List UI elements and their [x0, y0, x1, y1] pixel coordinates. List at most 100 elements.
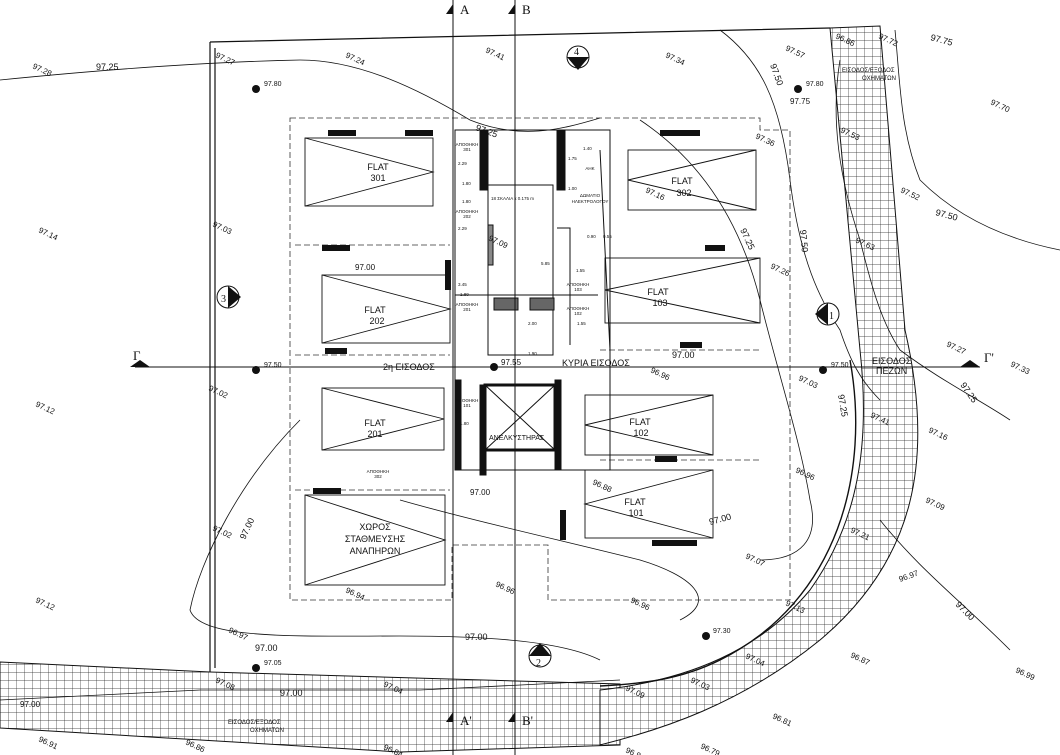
section-b-prime-label: B' [522, 713, 533, 728]
elevation-marker-2: 2 [528, 643, 552, 669]
svg-text:ΑΠΟΘΗΚΗ: ΑΠΟΘΗΚΗ [456, 302, 479, 307]
svg-text:97.57: 97.57 [784, 44, 806, 61]
svg-text:0.90: 0.90 [587, 234, 596, 239]
svg-text:1.90: 1.90 [528, 351, 537, 356]
svg-text:ΑΠΟΘΗΚΗ: ΑΠΟΘΗΚΗ [567, 306, 590, 311]
svg-text:97.00: 97.00 [954, 599, 977, 622]
svg-text:97.50: 97.50 [934, 207, 958, 222]
pedestrian-entrance-label-2: ΠΕΖΩΝ [876, 366, 907, 376]
svg-text:97.00: 97.00 [708, 511, 732, 526]
section-a-prime-label: A' [460, 713, 472, 728]
svg-text:FLAT: FLAT [647, 287, 669, 297]
electric-label: ΑΗΚ [585, 166, 594, 171]
svg-text:96.88: 96.88 [591, 478, 613, 495]
road-hatch-bottom [0, 661, 621, 753]
svg-text:ΑΠΟΘΗΚΗ: ΑΠΟΘΗΚΗ [456, 398, 479, 403]
svg-text:96.97: 96.97 [227, 626, 249, 643]
svg-text:96.96: 96.96 [649, 366, 671, 383]
svg-text:FLAT: FLAT [364, 305, 386, 315]
wall-segments [313, 130, 725, 546]
second-entrance-label: 2η ΕΙΣΟΔΟΣ [383, 362, 435, 372]
svg-text:96.96: 96.96 [794, 466, 816, 483]
svg-text:1: 1 [829, 311, 834, 322]
svg-text:97.00: 97.00 [470, 488, 491, 497]
svg-text:ΑΠΟΘΗΚΗ: ΑΠΟΘΗΚΗ [367, 469, 390, 474]
section-g-label: Γ [133, 348, 141, 363]
svg-text:96.96: 96.96 [494, 580, 516, 597]
svg-text:96.79: 96.79 [699, 742, 721, 755]
svg-text:97.50: 97.50 [264, 362, 282, 369]
svg-text:97.30: 97.30 [713, 628, 731, 635]
svg-text:97.70: 97.70 [989, 98, 1011, 115]
svg-text:3: 3 [221, 294, 226, 305]
electrician-room-label: ΔΩΜΑΤΙΟ [580, 193, 601, 198]
svg-text:97.03: 97.03 [797, 374, 819, 391]
electrician-room-label-2: ΗΛΕΚΤΡΟΛΟΓΟΥ [572, 199, 609, 204]
svg-text:96.91: 96.91 [37, 735, 59, 752]
building-core [454, 129, 611, 476]
vehicle-entrance-label-bottom-2: ΟΧΗΜΑΤΩΝ [250, 728, 284, 734]
section-lines [135, 0, 980, 755]
svg-text:1.40: 1.40 [583, 146, 592, 151]
svg-text:1.80: 1.80 [462, 181, 471, 186]
svg-text:97.00: 97.00 [255, 643, 278, 653]
building-outline [289, 117, 791, 601]
elevation-marker-1: 1 [815, 302, 840, 326]
svg-text:ΑΠΟΘΗΚΗ: ΑΠΟΘΗΚΗ [567, 282, 590, 287]
road-hatch-curve [599, 25, 919, 746]
svg-text:302: 302 [676, 188, 691, 198]
section-a-label: A [460, 2, 470, 17]
svg-text:97.25: 97.25 [958, 380, 979, 404]
storage-labels: ΑΠΟΘΗΚΗ 301 ΑΠΟΘΗΚΗ 202 ΑΠΟΘΗΚΗ 201 ΑΠΟΘΗΚΗ… [367, 142, 590, 479]
svg-text:97.07: 97.07 [744, 552, 766, 569]
contour-lines [0, 29, 1060, 701]
svg-text:FLAT: FLAT [367, 162, 389, 172]
svg-text:97.34: 97.34 [664, 51, 686, 68]
lift-label: ΑΝΕΛΚΥΣΤΗΡΑΣ [489, 435, 545, 442]
svg-text:4: 4 [574, 47, 579, 58]
svg-text:ΑΠΟΘΗΚΗ: ΑΠΟΘΗΚΗ [456, 142, 479, 147]
svg-text:ΧΩΡΟΣ: ΧΩΡΟΣ [359, 522, 391, 532]
svg-text:97.25: 97.25 [738, 227, 757, 252]
svg-text:2.29: 2.29 [458, 161, 467, 166]
svg-text:1.55: 1.55 [577, 321, 586, 326]
svg-text:FLAT: FLAT [364, 418, 386, 428]
svg-text:1.80: 1.80 [460, 292, 469, 297]
main-entrance-label: ΚΥΡΙΑ ΕΙΣΟΔΟΣ [562, 358, 630, 368]
section-arrows [130, 4, 980, 722]
svg-text:96.87: 96.87 [849, 651, 871, 668]
svg-text:FLAT: FLAT [671, 176, 693, 186]
svg-text:ΑΠΟΘΗΚΗ: ΑΠΟΘΗΚΗ [456, 209, 479, 214]
svg-text:5.85: 5.85 [541, 261, 550, 266]
svg-text:0.55: 0.55 [603, 234, 612, 239]
svg-text:97.12: 97.12 [34, 596, 56, 613]
svg-text:97.33: 97.33 [1009, 360, 1031, 377]
svg-text:ΑΝΑΠΗΡΩΝ: ΑΝΑΠΗΡΩΝ [350, 546, 401, 556]
svg-text:FLAT: FLAT [624, 497, 646, 507]
svg-text:302: 302 [374, 474, 382, 479]
svg-text:202: 202 [369, 316, 384, 326]
svg-text:201: 201 [367, 429, 382, 439]
elevation-marker-4: 4 [566, 45, 590, 70]
svg-text:3.45: 3.45 [458, 282, 467, 287]
dimension-labels: 2.291.80 1.802.29 3.451.80 2.001.90 5.85… [455, 146, 612, 426]
svg-text:97.05: 97.05 [264, 660, 282, 667]
svg-text:2.0: 2.0 [455, 409, 462, 414]
svg-text:97.25: 97.25 [96, 62, 119, 72]
svg-text:FLAT: FLAT [629, 417, 651, 427]
svg-text:1.75: 1.75 [568, 156, 577, 161]
svg-text:97.16: 97.16 [927, 426, 949, 443]
svg-text:97.50: 97.50 [798, 229, 810, 252]
svg-text:97.12: 97.12 [34, 400, 56, 417]
svg-text:97.25: 97.25 [836, 394, 850, 418]
svg-text:2.29: 2.29 [458, 226, 467, 231]
site-boundary [209, 27, 831, 672]
svg-text:97.55: 97.55 [501, 358, 522, 367]
svg-text:97.24: 97.24 [344, 51, 366, 68]
svg-text:97.36: 97.36 [754, 132, 776, 149]
svg-text:301: 301 [370, 173, 385, 183]
stairs-label: 18 ΣΚΑΛΙΑ x 0.175 m [491, 196, 534, 201]
svg-text:97.75: 97.75 [790, 97, 811, 106]
